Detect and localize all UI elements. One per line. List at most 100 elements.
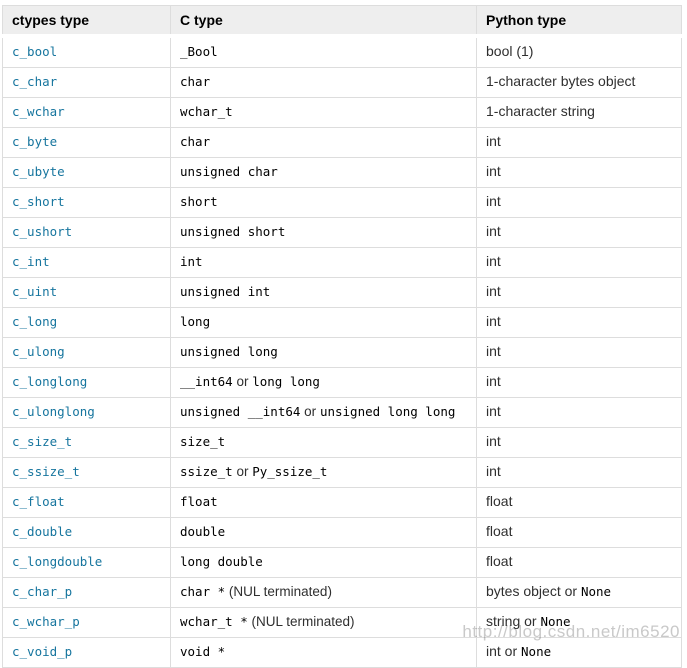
code-text: __int64 <box>180 374 233 389</box>
cell-ctypes-type: c_ssize_t <box>2 457 171 488</box>
cell-ctypes-type: c_long <box>2 307 171 338</box>
header-python-type: Python type <box>476 5 682 38</box>
ctypes-type-link[interactable]: c_void_p <box>12 644 73 659</box>
ctypes-type-link[interactable]: c_float <box>12 494 65 509</box>
cell-c-type: int <box>170 247 477 278</box>
code-text: size_t <box>180 434 226 449</box>
ctypes-type-link[interactable]: c_size_t <box>12 434 73 449</box>
table-row: c_ulonglong unsigned __int64 or unsigned … <box>2 397 682 428</box>
ctypes-type-link[interactable]: c_char <box>12 74 58 89</box>
plain-text: int <box>486 193 501 209</box>
ctypes-type-link[interactable]: c_ubyte <box>12 164 65 179</box>
code-text: wchar_t * <box>180 614 248 629</box>
table-row: c_float float float <box>2 487 682 518</box>
cell-c-type: wchar_t <box>170 97 477 128</box>
cell-c-type: char <box>170 127 477 158</box>
cell-ctypes-type: c_bool <box>2 35 171 68</box>
code-text: unsigned short <box>180 224 286 239</box>
ctypes-type-link[interactable]: c_uint <box>12 284 58 299</box>
cell-python-type: int <box>476 157 682 188</box>
cell-python-type: 1-character string <box>476 97 682 128</box>
cell-c-type: unsigned __int64 or unsigned long long <box>170 397 477 428</box>
ctypes-type-link[interactable]: c_char_p <box>12 584 73 599</box>
plain-text: float <box>486 553 513 569</box>
cell-python-type: float <box>476 487 682 518</box>
cell-c-type: unsigned short <box>170 217 477 248</box>
code-text: unsigned char <box>180 164 278 179</box>
header-row: ctypes type C type Python type <box>2 5 682 38</box>
cell-ctypes-type: c_wchar <box>2 97 171 128</box>
cell-python-type: bool (1) <box>476 35 682 68</box>
cell-python-type: int <box>476 247 682 278</box>
plain-text: int or <box>486 643 522 659</box>
plain-text: or <box>300 404 320 419</box>
cell-python-type: int <box>476 337 682 368</box>
cell-c-type: size_t <box>170 427 477 458</box>
ctypes-type-link[interactable]: c_ulonglong <box>12 404 95 419</box>
plain-text: float <box>486 523 513 539</box>
plain-text: (NUL terminated) <box>247 614 355 629</box>
code-text: int <box>180 254 203 269</box>
ctypes-type-link[interactable]: c_wchar_p <box>12 614 80 629</box>
cell-c-type: ssize_t or Py_ssize_t <box>170 457 477 488</box>
ctypes-type-link[interactable]: c_bool <box>12 44 58 59</box>
ctypes-type-link[interactable]: c_ulong <box>12 344 65 359</box>
ctypes-conversion-table: ctypes type C type Python type c_bool _Bo… <box>2 5 682 668</box>
cell-ctypes-type: c_wchar_p <box>2 607 171 638</box>
ctypes-type-link[interactable]: c_ssize_t <box>12 464 80 479</box>
cell-python-type: string or None <box>476 607 682 638</box>
header-ctypes-type: ctypes type <box>2 5 171 38</box>
code-text: long <box>180 314 211 329</box>
plain-text: int <box>486 373 501 389</box>
table-row: c_int int int <box>2 247 682 278</box>
cell-ctypes-type: c_byte <box>2 127 171 158</box>
cell-python-type: bytes object or None <box>476 577 682 608</box>
plain-text: int <box>486 403 501 419</box>
ctypes-type-link[interactable]: c_ushort <box>12 224 73 239</box>
code-text: unsigned long <box>180 344 278 359</box>
cell-c-type: char * (NUL terminated) <box>170 577 477 608</box>
ctypes-type-link[interactable]: c_long <box>12 314 58 329</box>
ctypes-type-link[interactable]: c_wchar <box>12 104 65 119</box>
cell-c-type: unsigned int <box>170 277 477 308</box>
cell-c-type: unsigned long <box>170 337 477 368</box>
cell-ctypes-type: c_ulong <box>2 337 171 368</box>
code-text: void * <box>180 644 226 659</box>
code-text: None <box>521 644 552 659</box>
cell-python-type: float <box>476 547 682 578</box>
table-row: c_ubyte unsigned char int <box>2 157 682 188</box>
cell-c-type: long <box>170 307 477 338</box>
code-text: None <box>540 614 571 629</box>
ctypes-type-link[interactable]: c_longdouble <box>12 554 103 569</box>
ctypes-type-link[interactable]: c_int <box>12 254 50 269</box>
cell-c-type: void * <box>170 637 477 668</box>
cell-ctypes-type: c_ulonglong <box>2 397 171 428</box>
table-row: c_longdouble long double float <box>2 547 682 578</box>
ctypes-type-link[interactable]: c_short <box>12 194 65 209</box>
plain-text: bool (1) <box>486 43 534 59</box>
code-text: long double <box>180 554 263 569</box>
table-row: c_bool _Bool bool (1) <box>2 35 682 68</box>
ctypes-type-link[interactable]: c_longlong <box>12 374 88 389</box>
table-row: c_void_p void * int or None <box>2 637 682 668</box>
ctypes-type-link[interactable]: c_double <box>12 524 73 539</box>
code-text: None <box>580 584 612 599</box>
cell-python-type: int <box>476 187 682 218</box>
cell-python-type: int or None <box>476 637 682 668</box>
plain-text: int <box>486 163 501 179</box>
cell-c-type: float <box>170 487 477 518</box>
cell-c-type: _Bool <box>170 35 477 68</box>
code-text: double <box>180 524 226 539</box>
ctypes-type-link[interactable]: c_byte <box>12 134 58 149</box>
cell-ctypes-type: c_ubyte <box>2 157 171 188</box>
plain-text: (NUL terminated) <box>225 584 332 599</box>
cell-ctypes-type: c_ushort <box>2 217 171 248</box>
code-text: long long <box>252 374 320 389</box>
plain-text: float <box>486 493 513 509</box>
cell-ctypes-type: c_char_p <box>2 577 171 608</box>
plain-text: int <box>486 433 501 449</box>
plain-text: or <box>232 464 253 479</box>
